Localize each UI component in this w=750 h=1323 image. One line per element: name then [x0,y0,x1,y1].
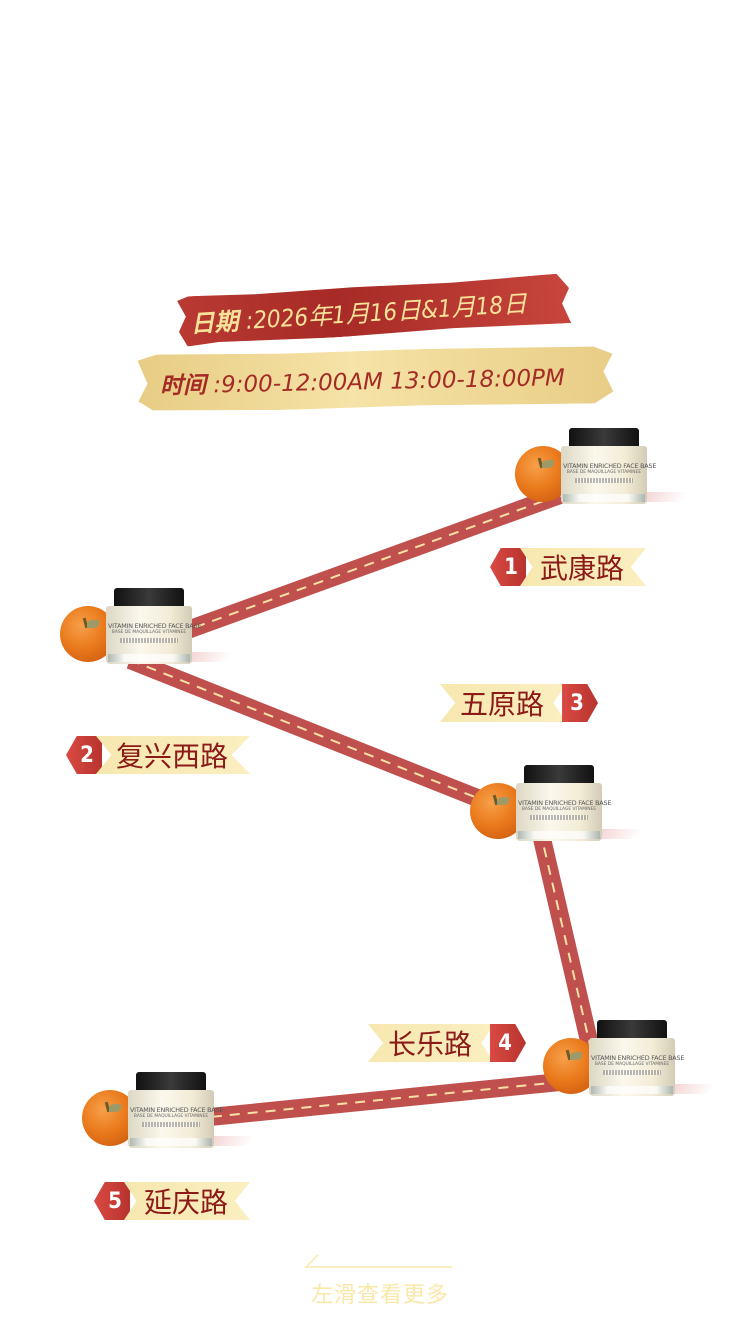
station-tag-1[interactable]: 1 武康路 [490,548,647,586]
station-name: 五原路 [440,684,567,722]
station-number: 2 [66,736,102,774]
jar-label: VITAMIN ENRICHED FACE BASE [563,462,657,470]
station-number: 5 [94,1182,130,1220]
jar-sublabel: BASE DE MAQUILLAGE VITAMINEE [133,1114,209,1119]
jar-label: VITAMIN ENRICHED FACE BASE [591,1054,685,1062]
station-name: 长乐路 [368,1024,495,1062]
jar-sublabel: BASE DE MAQUILLAGE VITAMINEE [566,470,642,475]
jar-label: VITAMIN ENRICHED FACE BASE [130,1106,224,1114]
station-number: 4 [490,1024,527,1062]
station-tag-2[interactable]: 2 复兴西路 [66,736,251,774]
station-name: 复兴西路 [96,736,251,774]
station-number: 3 [562,684,599,722]
jar-sublabel: BASE DE MAQUILLAGE VITAMINEE [521,807,597,812]
jar-label: VITAMIN ENRICHED FACE BASE [518,799,612,807]
station-name: 延庆路 [124,1182,251,1220]
jar-label: VITAMIN ENRICHED FACE BASE [108,622,202,630]
station-number: 1 [490,548,526,586]
jar-sublabel: BASE DE MAQUILLAGE VITAMINEE [111,630,187,635]
jar-sublabel: BASE DE MAQUILLAGE VITAMINEE [594,1062,670,1067]
road-dash-4-5 [179,1079,581,1121]
road-segment-1-2 [156,486,564,649]
swipe-left-arrow-icon [304,1254,452,1268]
road-dash-3-4 [539,829,591,1046]
station-tag-3[interactable]: 五原路 3 [440,684,599,722]
station-tag-4[interactable]: 长乐路 4 [368,1024,527,1062]
station-name: 武康路 [520,548,647,586]
road-dash-2-3 [129,659,496,806]
station-tag-5[interactable]: 5 延庆路 [94,1182,251,1220]
swipe-hint[interactable]: 左滑查看更多 [310,1283,449,1308]
